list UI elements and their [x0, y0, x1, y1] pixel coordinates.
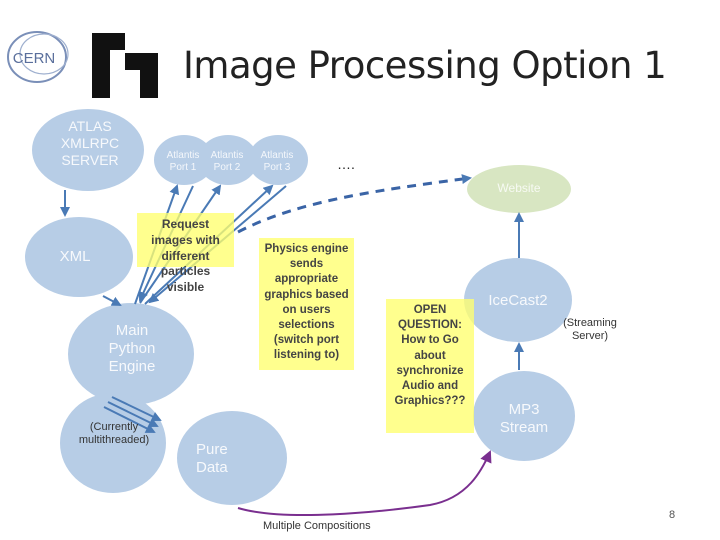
arrow-thread-2	[107, 401, 159, 427]
xml-node	[25, 217, 133, 297]
cern-logo: CERN	[7, 31, 69, 83]
arrow-xml-to-engine	[102, 295, 122, 306]
page-number: 8	[669, 509, 676, 521]
xml-label: XML	[59, 248, 91, 265]
atlantis-port-2-label: Atlantis Port 2	[210, 150, 244, 173]
block-logo	[92, 33, 158, 98]
main-engine-node	[68, 303, 194, 405]
website-label: Website	[497, 181, 541, 195]
atlantis-port-3-node	[248, 135, 308, 185]
multithreaded-label: (Currently multithreaded)	[78, 421, 150, 447]
atlantis-port-3-label: Atlantis Port 3	[260, 150, 294, 173]
mp3-stream-label: MP3 Stream	[499, 401, 549, 436]
icecast-label: IceCast2	[488, 292, 548, 309]
request-images-note: Request images with different particles …	[137, 213, 234, 294]
atlantis-port-2-node	[198, 135, 258, 185]
atlas-server-label: ATLAS XMLRPC SERVER	[60, 118, 120, 168]
atlantis-port-1-label: Atlantis Port 1	[166, 150, 200, 173]
arrow-thread-3	[103, 406, 156, 433]
dashed-arrow-to-website	[237, 174, 472, 234]
main-engine-label: Main Python Engine	[108, 322, 156, 375]
pure-data-label: Pure Data	[196, 441, 228, 476]
physics-engine-note: Physics engine sends appropriate graphic…	[259, 238, 354, 370]
multiple-compositions-caption: Multiple Compositions	[263, 520, 371, 532]
atlas-server-node	[32, 109, 144, 191]
mp3-stream-node	[473, 371, 575, 461]
svg-text:CERN: CERN	[13, 50, 56, 67]
website-node	[467, 165, 571, 213]
atlantis-port-1-node	[154, 135, 214, 185]
pure-data-node	[177, 411, 287, 505]
slide-title: Image Processing Option 1	[183, 44, 667, 87]
open-question-note: OPEN QUESTION: How to Go about synchroni…	[386, 299, 474, 433]
ellipsis-label: ….	[337, 156, 355, 172]
streaming-server-label: (Streaming Server)	[563, 317, 617, 343]
arrow-thread-1	[111, 396, 162, 422]
compositions-curve	[237, 450, 492, 517]
icecast-node	[464, 258, 572, 342]
